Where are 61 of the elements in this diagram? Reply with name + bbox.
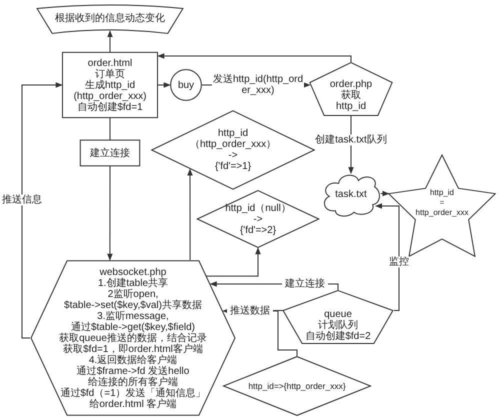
node-text: http_id=>{http_order_xxx} [248, 381, 346, 391]
node-text: 获取queue推送的数据，结合记录 [59, 332, 207, 344]
node-text: (http_order_xxx) [74, 90, 146, 102]
decision-diamond [150, 110, 316, 190]
pentagon-node [282, 290, 394, 344]
node-text: 自动创建$fd=1 [77, 102, 143, 112]
edge-label: 建立连接 [282, 278, 328, 290]
node-text: 3.监听message, [97, 310, 169, 322]
node-text: http_id（null） [225, 202, 291, 214]
edge-label: 监控 [386, 256, 412, 268]
node-text: -> [228, 150, 238, 161]
node-text: $table->set($key,$val)共享数据 [64, 300, 202, 310]
node-text: 自动创建$fd=2 [305, 330, 371, 342]
node-text: task.txt [335, 188, 367, 200]
node-text: 给order.html 客户端 [89, 398, 177, 410]
node-text: 4.返回数据给客户端 [88, 354, 178, 366]
arrow [158, 82, 171, 88]
node-text: buy [178, 80, 194, 90]
arrow [107, 166, 113, 261]
node-text: 通过$table->get($key,$field) [70, 322, 196, 332]
decision-diamond [196, 190, 320, 248]
node-text: 根据收到的信息动态变化 [55, 12, 165, 24]
node-text: order.html [88, 58, 132, 68]
node-text: order.php [330, 78, 372, 90]
node-text: 通过$fd（=1）发送「通知信息」 [60, 388, 206, 398]
arrow [157, 53, 352, 62]
node-text: 订单页 [95, 68, 125, 80]
node-text: 获取 [341, 90, 361, 100]
node-text: -> [253, 214, 263, 224]
node-text: http_order_xxx [416, 208, 468, 218]
node-text: 2监听open, [108, 288, 158, 300]
decision-diamond [222, 356, 372, 416]
arrow [187, 168, 193, 260]
display-banner [34, 4, 186, 36]
node-text: {'fd'=>2} [240, 224, 276, 236]
node-text: queue [324, 308, 352, 320]
arrow [107, 30, 113, 52]
node-text: http_id [430, 188, 454, 198]
node-text: 建立连接 [90, 148, 130, 158]
node-text: 获取$fd=1，即order.html客户端 [63, 344, 203, 354]
node-text: 1.创建table共享 [98, 278, 168, 288]
node-text: http_id（http_order_xxx） [190, 128, 276, 150]
circle-node [170, 69, 202, 101]
node-text: 通过$frame->fd 发送hello [76, 366, 190, 376]
node-text: = [440, 198, 444, 208]
edge-label: 发送http_id(http_order_xxx) [212, 74, 304, 96]
arrow [206, 247, 261, 277]
node-text: {'fd'=>1} [214, 161, 252, 172]
node-text: 生成http_id [84, 80, 136, 90]
node-text: 给连接的所有客户端 [88, 376, 178, 388]
edge-label: 推送数据 [227, 306, 273, 316]
node-text: 计划队列 [318, 320, 358, 330]
edge-label: 推送信息 [0, 194, 44, 206]
process-box [80, 140, 140, 166]
node-text: http_id [336, 100, 366, 112]
arrow [22, 82, 63, 338]
page-box [62, 52, 158, 118]
arrow [375, 203, 400, 311]
arrow [380, 190, 390, 196]
pentagon-node [309, 62, 393, 116]
node-text: websocket.php [100, 266, 166, 278]
